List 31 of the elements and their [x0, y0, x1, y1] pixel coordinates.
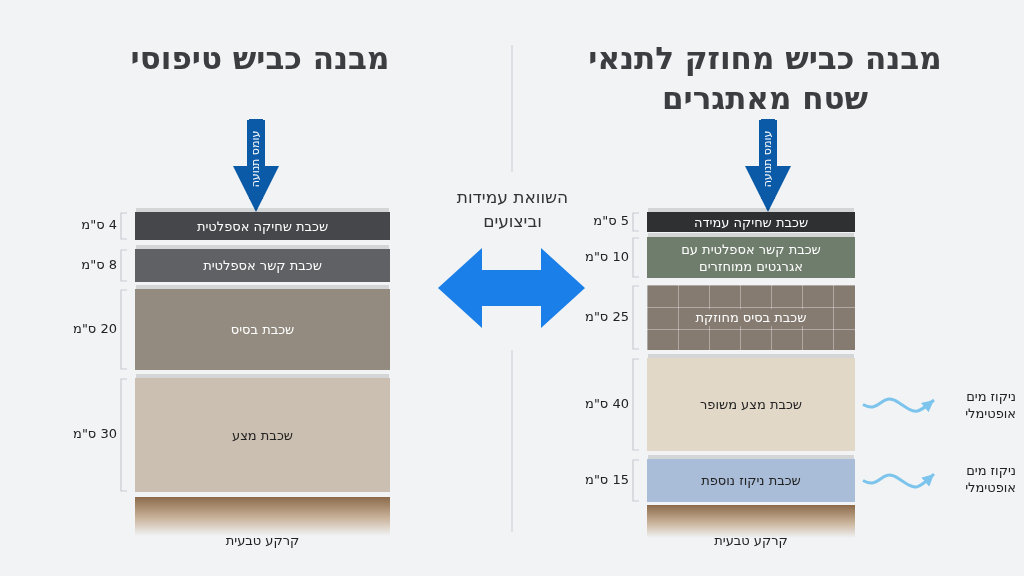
pavement-layer: שכבת שחיקה אספלטית	[135, 212, 390, 240]
pavement-layer: שכבת שחיקה עמידה	[647, 212, 855, 232]
edge-label: עומס תנועה	[249, 119, 263, 199]
thickness-label: 10 ס"מ	[585, 248, 629, 264]
comparison-label: השוואת עמידות וביצועים	[455, 186, 570, 233]
edge-label: עומס תנועה	[761, 119, 775, 199]
thickness-label: 8 ס"מ	[81, 256, 117, 272]
soil-layer: קרקע טבעית	[135, 497, 390, 549]
thickness-label: 15 ס"מ	[585, 471, 629, 487]
pavement-layer: שכבת קשר אספלטית	[135, 249, 390, 282]
pavement-layer: שכבת בסיס	[135, 289, 390, 370]
load-arrow	[233, 120, 279, 212]
drainage-label: ניקוז מים אופטימלי	[936, 462, 1016, 502]
drainage-arrow	[862, 472, 935, 489]
pavement-layer: שכבת קשר אספלטית עם אגרגטים ממוחזרים	[647, 237, 855, 278]
pavement-layer: שכבת מצע	[135, 378, 390, 492]
column-heading: מבנה כביש מחוזק לתנאי שטח מאתגרים	[587, 39, 943, 118]
load-arrow	[745, 120, 791, 212]
drainage-label: ניקוז מים אופטימלי	[936, 388, 1016, 428]
thickness-label: 5 ס"מ	[593, 213, 629, 228]
pavement-layer: שכבת מצע משופר	[647, 358, 855, 451]
thickness-label: 40 ס"מ	[585, 395, 629, 411]
thickness-label: 20 ס"מ	[73, 320, 117, 336]
thickness-label: 30 ס"מ	[73, 426, 117, 441]
drainage-arrow	[862, 397, 935, 413]
column-heading: מבנה כביש טיפוסי	[129, 39, 391, 78]
thickness-label: 25 ס"מ	[585, 308, 629, 324]
soil-layer: קרקע טבעית	[647, 505, 855, 549]
pavement-layer: שכבת ניקוז נוספת	[647, 459, 855, 502]
thickness-label: 4 ס"מ	[81, 217, 117, 232]
pavement-layer: שכבת בסיס מחוזקת	[647, 285, 855, 350]
